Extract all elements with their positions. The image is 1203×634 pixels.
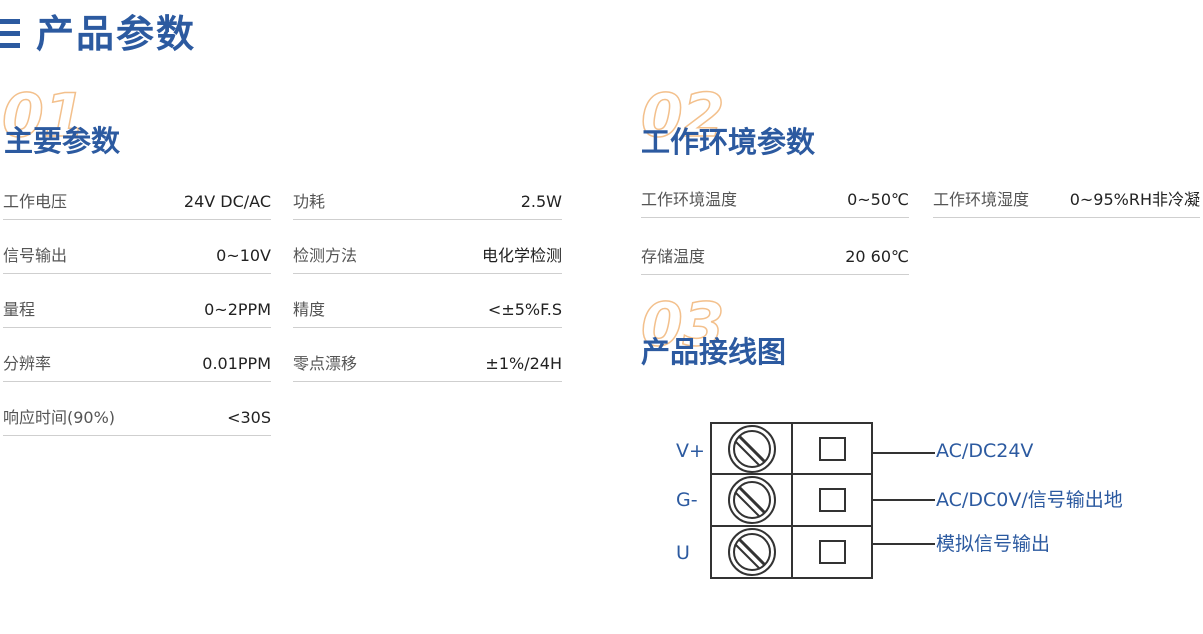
param-value: <30S	[227, 408, 271, 427]
param-value: 0~10V	[216, 246, 271, 265]
section-title-main: 主要参数	[4, 124, 121, 158]
param-value: 24V DC/AC	[183, 192, 271, 211]
param-row-working-voltage: 工作电压 24V DC/AC	[3, 185, 271, 220]
param-label: 工作环境湿度	[933, 190, 1030, 209]
param-label: 精度	[293, 300, 326, 319]
param-value: <±5%F.S	[487, 300, 562, 319]
param-value: 2.5W	[520, 192, 562, 211]
param-label: 分辨率	[3, 354, 52, 373]
param-label: 零点漂移	[293, 354, 358, 373]
param-label: 工作环境温度	[641, 190, 738, 209]
param-value: 0~95%RH非冷凝	[1069, 190, 1200, 209]
terminal-label-u: U	[676, 542, 690, 564]
param-row-working-humidity: 工作环境湿度 0~95%RH非冷凝	[933, 183, 1200, 218]
screw-icon	[728, 476, 776, 524]
screw-icon	[728, 528, 776, 576]
param-label: 工作电压	[3, 192, 68, 211]
param-value: 电化学检测	[481, 246, 562, 265]
param-label: 响应时间(90%)	[3, 408, 116, 427]
wire-slot-icon	[819, 437, 846, 461]
wire-desc-gminus: AC/DC0V/信号输出地	[936, 489, 1123, 511]
param-value: 0~50℃	[847, 190, 909, 209]
title-bars-icon	[0, 19, 20, 51]
wire-slot-icon	[819, 540, 846, 564]
screw-icon	[728, 425, 776, 473]
section-title-environment: 工作环境参数	[641, 125, 816, 159]
param-row-working-temperature: 工作环境温度 0~50℃	[641, 183, 909, 218]
page-title: 产品参数	[36, 12, 197, 56]
param-label: 存储温度	[641, 247, 706, 266]
param-row-range: 量程 0~2PPM	[3, 293, 271, 328]
terminal-label-vplus: V+	[676, 440, 705, 462]
section-title-wiring: 产品接线图	[641, 335, 787, 369]
wire-desc-vplus: AC/DC24V	[936, 440, 1034, 462]
wire-desc-u: 模拟信号输出	[936, 533, 1051, 555]
param-row-detection-method: 检测方法 电化学检测	[293, 239, 562, 274]
section-number-environment: 02	[640, 81, 725, 151]
section-number-main: 01	[1, 81, 86, 151]
terminal-block-diagram	[710, 422, 935, 579]
param-label: 量程	[3, 300, 36, 319]
param-row-zero-drift: 零点漂移 ±1%/24H	[293, 347, 562, 382]
param-value: ±1%/24H	[485, 354, 562, 373]
terminal-label-gminus: G-	[676, 489, 698, 511]
param-label: 检测方法	[293, 246, 358, 265]
wire-slot-icon	[819, 488, 846, 512]
param-value: 0~2PPM	[204, 300, 271, 319]
param-row-storage-temperature: 存储温度 20￼ 60℃	[641, 240, 909, 275]
param-value: 0.01PPM	[202, 354, 271, 373]
param-row-power: 功耗 2.5W	[293, 185, 562, 220]
param-row-accuracy: 精度 <±5%F.S	[293, 293, 562, 328]
param-label: 信号输出	[3, 246, 68, 265]
section-number-wiring: 03	[640, 290, 725, 360]
param-row-resolution: 分辨率 0.01PPM	[3, 347, 271, 382]
param-value: 20￼ 60℃	[845, 247, 909, 266]
param-row-response-time: 响应时间(90%) <30S	[3, 401, 271, 436]
param-label: 功耗	[293, 192, 326, 211]
param-row-signal-output: 信号输出 0~10V	[3, 239, 271, 274]
